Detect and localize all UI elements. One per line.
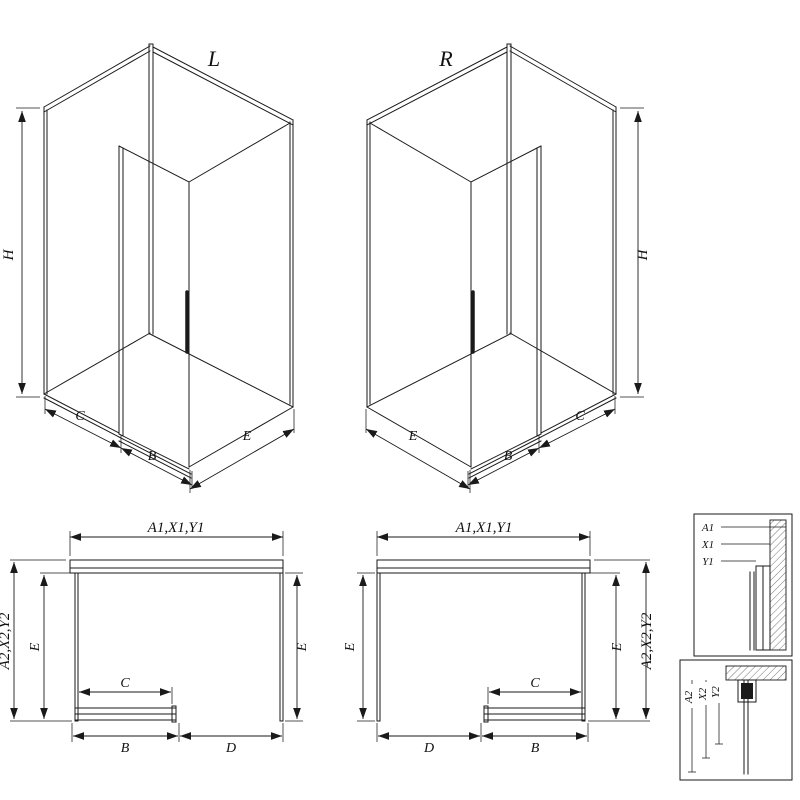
- dim-label-front-mid-L: B: [148, 449, 157, 464]
- dim-label-depth-right-R: E: [610, 642, 625, 652]
- dim-label-front-mid-R: B: [504, 449, 513, 464]
- dim-label-depth-right-L: E: [295, 642, 310, 652]
- dim-label-opening-R: D: [423, 741, 434, 756]
- plan-enclosure-geometry: [10, 531, 303, 742]
- dim-label-width-top-L: A1,X1,Y1: [147, 520, 205, 536]
- dim-label-front-left-L: C: [75, 409, 85, 424]
- variant-label-R: R: [438, 46, 453, 71]
- detail-label-y2: Y2: [710, 686, 722, 698]
- iso-enclosure-geometry-mirrored: [366, 44, 644, 493]
- plan-view-right-labels: A1,X1,Y1 A2,X2,Y2 E E C B D: [343, 520, 655, 756]
- dim-label-front-right-R: C: [575, 409, 585, 424]
- detail-label-x1: X1: [701, 539, 714, 551]
- wall-hatch: [725, 665, 787, 681]
- dim-label-overall-depth-L: A2,X2,Y2: [0, 612, 13, 670]
- iso-view-right-labels: R H C B E: [408, 46, 651, 464]
- iso-view-left-labels: L H C B E: [1, 46, 252, 464]
- dim-label-depth-left-R: E: [343, 642, 358, 652]
- dim-label-door-L: C: [120, 676, 130, 691]
- dim-label-height-L: H: [1, 248, 17, 261]
- profile-core: [741, 683, 753, 699]
- dim-label-door-R: C: [530, 676, 540, 691]
- dim-label-height-R: H: [635, 248, 651, 261]
- dim-label-depth-left-L: E: [28, 642, 43, 652]
- dim-label-side-R: E: [408, 429, 418, 444]
- detail-label-x2: X2: [697, 687, 709, 701]
- dim-label-door-overall-L: B: [121, 741, 130, 756]
- profile-section: [737, 679, 757, 703]
- dim-label-opening-L: D: [225, 741, 236, 756]
- detail-label-a1: A1: [701, 522, 714, 534]
- dim-label-side-L: E: [242, 429, 252, 444]
- plan-view-left-labels: A1,X1,Y1 A2,X2,Y2 E E C B D: [0, 520, 310, 756]
- variant-label-L: L: [207, 46, 220, 71]
- detail-box-width-profile: A1 X1 Y1: [693, 513, 793, 657]
- detail-box-depth-profile: A2 X2 Y2: [679, 659, 793, 781]
- detail-label-y1: Y1: [702, 556, 714, 568]
- dim-label-door-overall-R: B: [531, 741, 540, 756]
- dim-label-width-top-R: A1,X1,Y1: [455, 520, 513, 536]
- detail-label-a2: A2: [683, 690, 695, 704]
- dim-label-overall-depth-R: A2,X2,Y2: [639, 612, 655, 670]
- plan-enclosure-geometry-mirrored: [357, 531, 650, 742]
- wall-hatch: [769, 519, 787, 651]
- iso-enclosure-geometry: [16, 43, 295, 493]
